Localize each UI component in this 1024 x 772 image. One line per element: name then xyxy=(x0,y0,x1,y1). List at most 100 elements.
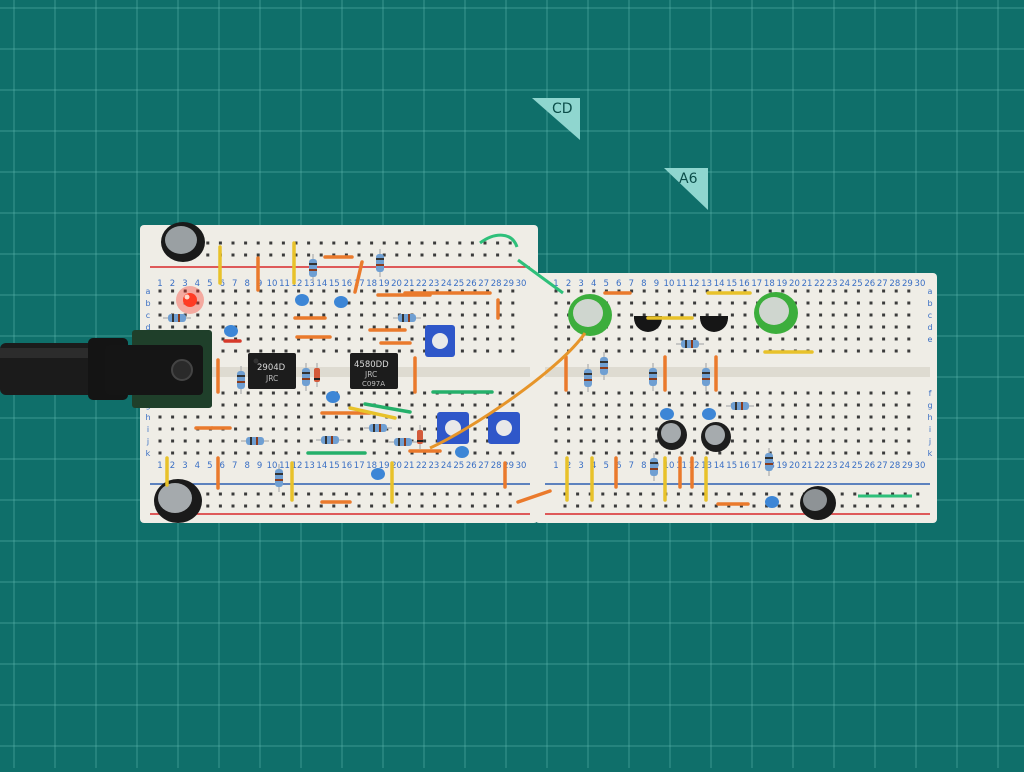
row-letter: c xyxy=(146,311,150,320)
right-top-column-number: 21 xyxy=(802,279,813,289)
right-top-column-number: 26 xyxy=(864,279,875,289)
row-letter: f xyxy=(929,389,932,398)
right-bottom-column-number: 23 xyxy=(827,461,838,471)
left-top-column-number: 6 xyxy=(220,279,225,289)
left-bottom-column-number: 10 xyxy=(267,461,278,471)
left-top-column-number: 8 xyxy=(244,279,249,289)
right-bottom-column-number: 5 xyxy=(603,461,608,471)
resistor xyxy=(393,314,421,322)
row-letter: j xyxy=(928,437,931,446)
jumper-wire xyxy=(348,406,397,420)
right-top-column-number: 11 xyxy=(676,279,687,289)
right-top-column-number: 28 xyxy=(889,279,900,289)
left-bottom-column-number: 28 xyxy=(491,461,502,471)
resistor xyxy=(275,464,283,492)
electrolytic-capacitor xyxy=(657,420,687,450)
resistor xyxy=(376,249,384,277)
electrolytic-capacitor xyxy=(154,479,202,523)
left-bottom-column-number: 12 xyxy=(292,461,303,471)
right-top-column-number: 27 xyxy=(877,279,888,289)
right-top-column-number: 24 xyxy=(839,279,850,289)
left-bottom-column-number: 8 xyxy=(244,461,249,471)
resistor xyxy=(726,402,754,410)
right-bottom-column-number: 1 xyxy=(553,461,558,471)
right-bottom-column-number: 16 xyxy=(739,461,750,471)
right-bottom-column-number: 10 xyxy=(664,461,675,471)
right-top-column-number: 7 xyxy=(629,279,634,289)
left-top-column-number: 7 xyxy=(232,279,237,289)
right-top-column-number: 22 xyxy=(814,279,825,289)
ic-2904-marking: 2904D xyxy=(257,363,286,373)
left-bottom-column-number: 25 xyxy=(453,461,464,471)
mat-marker-a6: A6 xyxy=(664,168,708,210)
transistor xyxy=(700,316,728,332)
left-bottom-column-number: 23 xyxy=(428,461,439,471)
left-top-column-number: 30 xyxy=(516,279,527,289)
resistor xyxy=(163,314,191,322)
ceramic-capacitor xyxy=(660,408,674,420)
svg-text:A6: A6 xyxy=(679,171,698,187)
right-top-column-number: 14 xyxy=(714,279,725,289)
left-bottom-column-number: 27 xyxy=(478,461,489,471)
row-letter: d xyxy=(145,323,150,332)
left-bottom-column-number: 20 xyxy=(391,461,402,471)
left-bottom-column-number: 21 xyxy=(404,461,415,471)
diode xyxy=(314,363,320,387)
jumper-wire xyxy=(353,260,364,294)
jumper-wire-green xyxy=(517,258,564,295)
left-bottom-column-number: 29 xyxy=(503,461,514,471)
right-bottom-column-number: 12 xyxy=(689,461,700,471)
left-bottom-column-number: 15 xyxy=(329,461,340,471)
left-bottom-column-number: 16 xyxy=(341,461,352,471)
right-top-column-number: 25 xyxy=(852,279,863,289)
left-bottom-column-number: 30 xyxy=(516,461,527,471)
left-top-column-number: 11 xyxy=(279,279,290,289)
ceramic-capacitor xyxy=(702,408,716,420)
right-bottom-column-number: 14 xyxy=(714,461,725,471)
right-top-column-number: 17 xyxy=(751,279,762,289)
resistor xyxy=(702,363,710,391)
right-top-column-number: 19 xyxy=(776,279,787,289)
right-top-column-number: 15 xyxy=(726,279,737,289)
right-bottom-column-number: 7 xyxy=(629,461,634,471)
left-bottom-column-number: 1 xyxy=(157,461,162,471)
right-top-column-number: 9 xyxy=(654,279,659,289)
ceramic-capacitor xyxy=(455,446,469,458)
diode xyxy=(417,425,423,449)
left-top-column-number: 15 xyxy=(329,279,340,289)
left-top-column-number: 5 xyxy=(207,279,212,289)
trimmer-potentiometer xyxy=(488,412,520,444)
row-letter: h xyxy=(927,413,932,422)
jumper-wire-orange-long xyxy=(429,332,587,450)
right-bottom-column-number: 29 xyxy=(902,461,913,471)
resistor xyxy=(389,438,417,446)
left-bottom-column-number: 17 xyxy=(354,461,365,471)
right-top-column-number: 13 xyxy=(701,279,712,289)
row-letter: j xyxy=(146,437,149,446)
left-bottom-column-number: 14 xyxy=(316,461,327,471)
jumper-wire xyxy=(363,402,412,414)
resistor xyxy=(765,448,773,476)
right-top-column-number: 1 xyxy=(553,279,558,289)
electrolytic-capacitor-green xyxy=(568,294,612,336)
left-top-column-number: 20 xyxy=(391,279,402,289)
left-bottom-column-number: 11 xyxy=(279,461,290,471)
left-top-column-number: 10 xyxy=(267,279,278,289)
row-letter: d xyxy=(927,323,932,332)
resistor xyxy=(364,424,392,432)
right-bottom-column-number: 27 xyxy=(877,461,888,471)
row-letter: a xyxy=(146,287,151,296)
right-bottom-column-number: 3 xyxy=(578,461,583,471)
left-bottom-column-number: 4 xyxy=(195,461,200,471)
ic-2904-maker: JRC xyxy=(265,374,278,383)
trimmer-potentiometer xyxy=(425,325,455,357)
ic-4580-maker: JRC xyxy=(364,370,377,379)
ic-4580-marking: 4580DD xyxy=(354,360,389,370)
left-top-column-number: 3 xyxy=(182,279,187,289)
row-letter: c xyxy=(928,311,932,320)
row-letter: a xyxy=(928,287,933,296)
left-bottom-column-number: 9 xyxy=(257,461,262,471)
left-bottom-column-number: 2 xyxy=(170,461,175,471)
right-bottom-column-number: 25 xyxy=(852,461,863,471)
ceramic-capacitor xyxy=(295,294,309,306)
